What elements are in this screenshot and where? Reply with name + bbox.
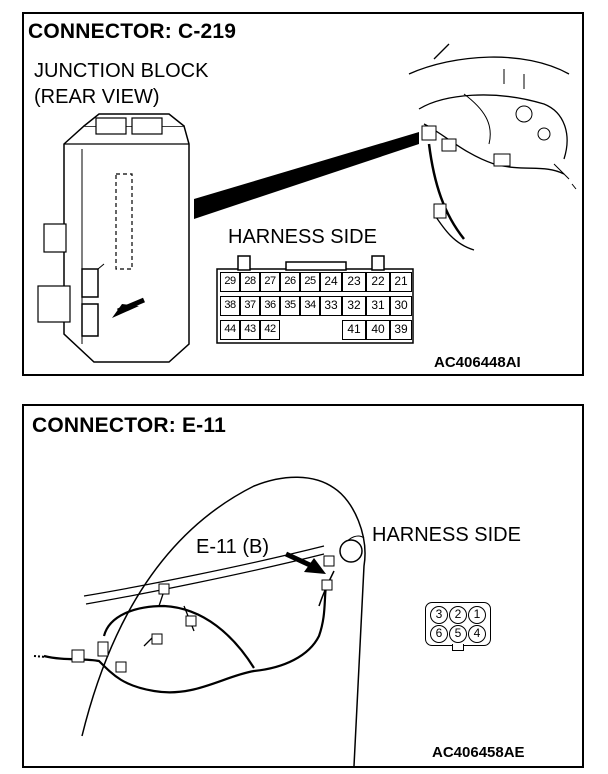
- junction-block-label: JUNCTION BLOCK: [34, 60, 209, 82]
- c219-pin-37: 37: [240, 296, 260, 316]
- rear-view-label: (REAR VIEW): [34, 86, 160, 108]
- e11-pin-4: 4: [468, 625, 486, 643]
- c219-pin-21: 21: [390, 272, 412, 292]
- figure-code: AC406458AE: [432, 744, 525, 761]
- c219-pin-44: 44: [220, 320, 240, 340]
- c219-pin-42: 42: [260, 320, 280, 340]
- harness-side-label: HARNESS SIDE: [228, 226, 377, 248]
- c219-pin-43: 43: [240, 320, 260, 340]
- c219-pin-36: 36: [260, 296, 280, 316]
- c219-pin-34: 34: [300, 296, 320, 316]
- e11-pin-5: 5: [449, 625, 467, 643]
- c219-pin-25: 25: [300, 272, 320, 292]
- e11-pin-6: 6: [430, 625, 448, 643]
- c219-pin-32: 32: [342, 296, 366, 316]
- c219-pin-27: 27: [260, 272, 280, 292]
- c219-pin-29: 29: [220, 272, 240, 292]
- c219-pin-30: 30: [390, 296, 412, 316]
- c219-pin-24: 24: [320, 272, 342, 292]
- junction-block-illustration: [37, 43, 577, 363]
- connector-c219-panel: CONNECTOR: C-219 JUNCTION BLOCK (REAR VI…: [22, 12, 584, 376]
- c219-pin-40: 40: [366, 320, 390, 340]
- c219-pin-41: 41: [342, 320, 366, 340]
- c219-pin-35: 35: [280, 296, 300, 316]
- connector-latch: [452, 644, 464, 651]
- c219-pin-23: 23: [342, 272, 366, 292]
- e11-pin-1: 1: [468, 606, 486, 624]
- door-harness-illustration: [33, 476, 366, 767]
- c219-pin-26: 26: [280, 272, 300, 292]
- c219-pin-33: 33: [320, 296, 342, 316]
- c219-pin-28: 28: [240, 272, 260, 292]
- panel-title: CONNECTOR: C-219: [28, 20, 237, 43]
- c219-pin-31: 31: [366, 296, 390, 316]
- panel-title: CONNECTOR: E-11: [32, 414, 226, 437]
- e11-pin-3: 3: [430, 606, 448, 624]
- e11-callout: E-11 (B): [196, 536, 269, 558]
- c219-pin-22: 22: [366, 272, 390, 292]
- c219-pin-38: 38: [220, 296, 240, 316]
- harness-side-label: HARNESS SIDE: [372, 524, 521, 546]
- e11-pin-2: 2: [449, 606, 467, 624]
- figure-code: AC406448AI: [434, 354, 521, 371]
- c219-pin-39: 39: [390, 320, 412, 340]
